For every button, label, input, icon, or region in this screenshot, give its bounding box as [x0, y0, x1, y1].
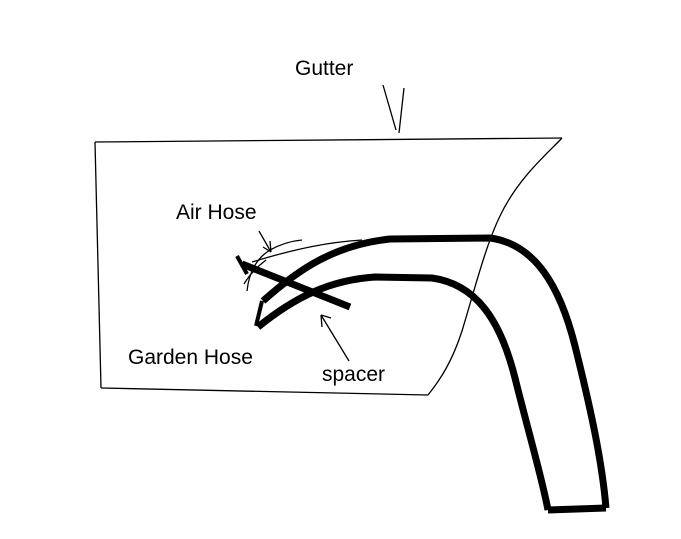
spacer-label: spacer: [322, 363, 386, 386]
garden-hose-path: [254, 234, 610, 514]
air-hose-label: Air Hose: [176, 201, 257, 224]
air-hose-line: [235, 255, 352, 311]
gutter-pointer-arrows: [382, 84, 405, 134]
gutter-label: Gutter: [295, 57, 354, 80]
spacer-arrow: [320, 314, 350, 362]
air-hose-pointer: [258, 230, 272, 253]
gutter-outline: [94, 137, 563, 396]
garden-hose-label: Garden Hose: [128, 346, 253, 369]
